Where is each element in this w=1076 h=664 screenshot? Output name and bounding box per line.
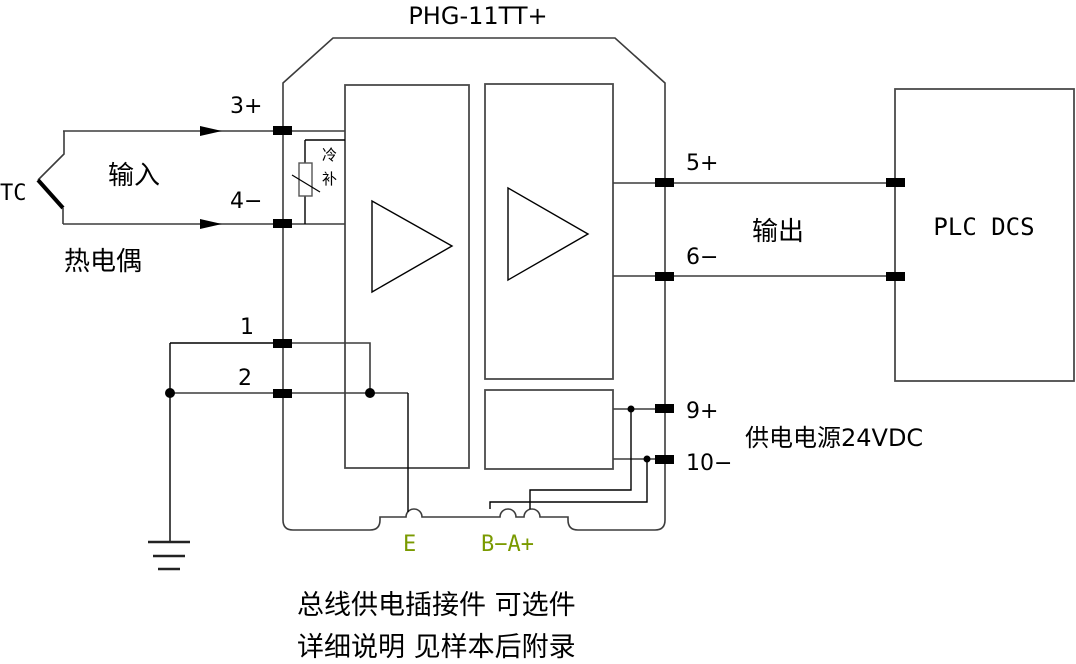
- input-amplifier-icon: [371, 199, 454, 294]
- arrow-icon: [200, 126, 222, 136]
- input-module-block: [344, 84, 470, 469]
- note-line-2: 详细说明 见样本后附录: [297, 632, 576, 663]
- cold-junction-wire: [304, 139, 345, 224]
- power-module-block: [484, 389, 614, 470]
- junction-dot: [165, 388, 175, 398]
- plc-terminal-plus: [886, 178, 905, 187]
- sensor-label: TC: [0, 181, 27, 206]
- terminal-3: [273, 126, 292, 135]
- junction-dot: [643, 455, 651, 463]
- plc-terminal-minus: [886, 272, 905, 281]
- terminal-6: [655, 272, 674, 281]
- terminal-1-label: 1: [240, 315, 254, 340]
- terminal-2-label: 2: [238, 366, 252, 391]
- plc-dcs-device: [894, 88, 1075, 382]
- terminal-9-label: 9+: [686, 399, 718, 424]
- power-supply-label: 供电电源24VDC: [745, 424, 923, 452]
- plc-dcs-label: PLC DCS: [933, 213, 1034, 241]
- terminal-6-label: 6−: [686, 245, 718, 270]
- note-line-1: 总线供电插接件 可选件: [297, 590, 576, 621]
- earth-ground-icon: [148, 540, 190, 571]
- terminal-10-label: 10−: [686, 451, 732, 476]
- output-section-label: 输出: [752, 217, 804, 247]
- wire-bus-a-plus: [529, 409, 632, 509]
- sensor-name: 热电偶: [64, 247, 142, 277]
- thermistor-icon: [298, 162, 313, 197]
- wire-ground-1: [169, 342, 283, 393]
- thermocouple-icon: [36, 178, 65, 210]
- cold-junction-label-2: 补: [322, 170, 337, 188]
- junction-dot: [365, 388, 375, 398]
- input-section-label: 输入: [108, 161, 160, 191]
- wire-bus-b-minus: [489, 459, 648, 509]
- thermocouple-wire: [37, 131, 65, 181]
- terminal-5: [655, 178, 674, 187]
- junction-dot: [627, 405, 635, 413]
- terminal-3-label: 3+: [230, 94, 262, 119]
- terminal-5-label: 5+: [686, 151, 718, 176]
- terminal-1: [273, 339, 292, 348]
- output-module-block: [484, 83, 614, 380]
- arrow-icon: [200, 219, 222, 229]
- terminal-9: [655, 404, 674, 413]
- cold-junction-label-1: 冷: [322, 146, 337, 164]
- housing-outline: [282, 37, 666, 531]
- terminal-2: [273, 389, 292, 398]
- terminal-10: [655, 455, 674, 464]
- terminal-4-label: 4−: [230, 189, 262, 214]
- device-title: PHG-11TT+: [408, 2, 547, 30]
- output-amplifier-icon: [507, 186, 590, 282]
- bus-ba-label: B−A+: [481, 532, 534, 557]
- terminal-4: [273, 219, 292, 228]
- bus-e-label: E: [403, 532, 416, 557]
